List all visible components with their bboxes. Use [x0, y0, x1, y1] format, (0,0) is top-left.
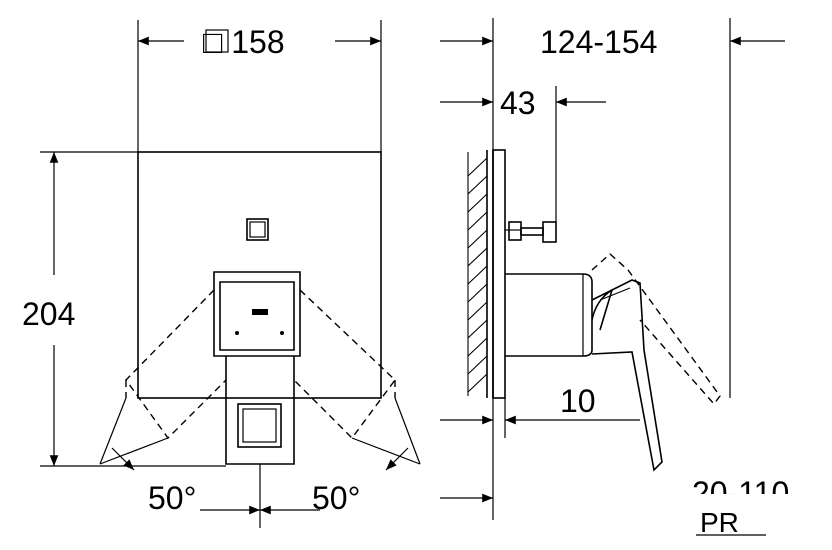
- lever-right-rotated: [293, 289, 396, 440]
- wall-hatching: [467, 152, 488, 396]
- logo-mark: PR: [700, 507, 739, 538]
- indicator-mark: [252, 309, 268, 315]
- wall-gap-label: 10: [560, 383, 596, 419]
- width-label: □ 158: [203, 24, 285, 60]
- side-lever-rotated: [591, 253, 721, 406]
- lever-left-rotated: [125, 289, 227, 440]
- depth-range-label: 124-154: [540, 24, 657, 60]
- side-view: [467, 149, 721, 472]
- plate-profile: [492, 149, 506, 399]
- front-view: [99, 151, 421, 528]
- width-dimension: □ 158: [137, 20, 382, 152]
- partial-dimension-label: 20-110: [692, 475, 789, 511]
- spindle-offset-label: 43: [500, 85, 536, 121]
- lever-square-insert: [237, 403, 282, 448]
- diverter-knob: [505, 221, 557, 243]
- side-lever: [591, 279, 663, 472]
- height-label: 204: [22, 296, 75, 332]
- depth-range-dimension: 124-154: [440, 18, 785, 398]
- cover-plate: [137, 151, 382, 399]
- right-angle-label: 50°: [312, 480, 360, 516]
- diverter-button: [246, 218, 269, 241]
- height-dimension: 204: [22, 151, 226, 467]
- spindle-offset-dimension: 43: [440, 85, 606, 222]
- partial-dimension: 20-110: [692, 475, 789, 511]
- lever-handle: [213, 271, 301, 357]
- left-angle-label: 50°: [148, 480, 196, 516]
- valve-body: [505, 273, 593, 357]
- wall-gap-dimension: 10: [440, 383, 640, 438]
